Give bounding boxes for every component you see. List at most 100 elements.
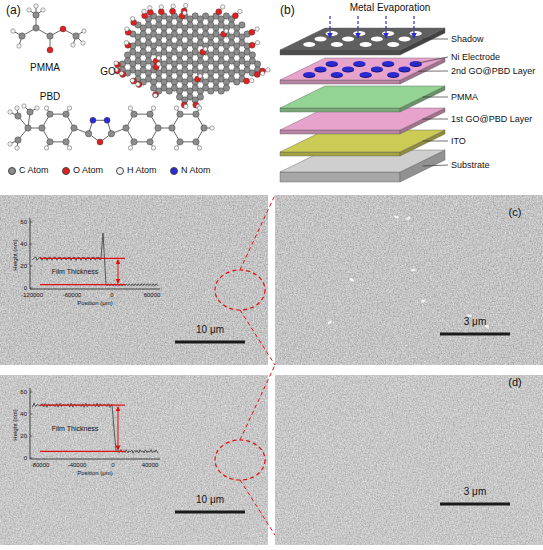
ni-electrode xyxy=(360,72,372,77)
atom xyxy=(156,62,160,66)
tick-label: 60000 xyxy=(144,292,161,298)
particle xyxy=(327,320,333,325)
ni-electrode xyxy=(410,61,422,66)
ni-electrode xyxy=(342,67,354,72)
scale-label: 10 μm xyxy=(196,495,224,505)
atom xyxy=(71,43,75,47)
atom xyxy=(8,110,12,114)
tick-label: 0 xyxy=(24,455,27,461)
panel-letter: (b) xyxy=(280,4,295,16)
legend-swatch xyxy=(8,167,16,175)
particle xyxy=(394,215,400,219)
legend-text: O Atom xyxy=(73,166,103,175)
ni-electrode xyxy=(353,62,365,67)
atom xyxy=(135,52,141,58)
atom xyxy=(177,111,183,117)
sem-tone xyxy=(0,375,268,545)
tick-label: -80000 xyxy=(31,462,50,468)
scale-label: 10 μm xyxy=(196,325,224,335)
sem-image xyxy=(275,195,543,365)
atom xyxy=(15,106,19,110)
atom xyxy=(197,146,201,150)
thickness-line xyxy=(40,451,125,452)
sem-images xyxy=(0,195,543,545)
scale-label: 3 μm xyxy=(464,487,486,497)
atom xyxy=(145,34,151,40)
atom xyxy=(145,52,151,58)
atom xyxy=(249,78,253,82)
ni-electrode xyxy=(371,68,383,73)
atom xyxy=(239,70,245,76)
atom xyxy=(192,43,198,49)
atom xyxy=(47,47,53,53)
atom xyxy=(41,8,45,12)
scale-bar xyxy=(440,333,510,336)
atom xyxy=(63,111,69,117)
axis-tick xyxy=(30,244,33,245)
layer-name: ITO xyxy=(451,137,466,146)
ni-electrode xyxy=(342,68,354,73)
leader-line xyxy=(418,71,448,72)
leader-line xyxy=(416,57,448,64)
atom xyxy=(228,34,234,40)
axis-tick xyxy=(30,392,33,393)
mask-hole xyxy=(387,42,399,47)
molecule-name: GO xyxy=(100,67,116,77)
atom xyxy=(249,29,255,35)
atom xyxy=(218,70,224,76)
legend-entry: N Atom xyxy=(170,166,211,175)
atom xyxy=(8,142,12,146)
leader-line xyxy=(423,39,449,40)
layer-name: Substrate xyxy=(451,161,490,170)
atom xyxy=(15,146,19,150)
atom xyxy=(150,43,156,49)
atom xyxy=(136,82,142,88)
zoom-line xyxy=(240,480,275,535)
atom xyxy=(266,68,270,72)
atom xyxy=(44,146,48,150)
axis-tick xyxy=(30,458,33,459)
ni-electrode xyxy=(326,62,338,67)
ni-electrode xyxy=(315,67,327,72)
atom xyxy=(208,34,214,40)
leader-line xyxy=(423,141,449,142)
ni-electrode xyxy=(387,72,399,77)
atom xyxy=(161,61,167,67)
leader-line xyxy=(423,97,449,98)
atom xyxy=(223,43,229,49)
leader-line xyxy=(423,119,449,120)
atom xyxy=(234,61,240,67)
atom xyxy=(223,79,229,85)
atom xyxy=(187,34,193,40)
layer-top xyxy=(280,130,445,152)
atom xyxy=(33,12,39,18)
atom xyxy=(15,137,21,143)
atom xyxy=(254,71,260,77)
atom xyxy=(213,79,219,85)
ni-electrode xyxy=(387,73,399,78)
atom xyxy=(223,61,229,67)
tick-label: 40000 xyxy=(142,462,159,468)
axis-tick xyxy=(30,414,33,415)
profile-curve xyxy=(32,403,158,453)
atom xyxy=(63,139,69,145)
ni-electrode xyxy=(360,73,372,78)
atom xyxy=(128,146,132,150)
atom xyxy=(123,125,129,131)
layer-top xyxy=(280,28,445,50)
atom xyxy=(213,25,219,31)
atom xyxy=(147,111,153,117)
axis-tick xyxy=(30,288,33,289)
evaporation-arrow xyxy=(329,16,330,38)
atom xyxy=(183,3,187,7)
atom xyxy=(255,27,259,31)
atom xyxy=(187,16,193,22)
atom xyxy=(171,4,175,8)
ni-electrode xyxy=(315,68,327,73)
layer-front xyxy=(280,80,400,84)
atom xyxy=(232,13,238,19)
atom xyxy=(120,71,126,77)
atom xyxy=(22,104,26,108)
ni-electrode xyxy=(331,73,343,78)
atom xyxy=(174,146,178,150)
